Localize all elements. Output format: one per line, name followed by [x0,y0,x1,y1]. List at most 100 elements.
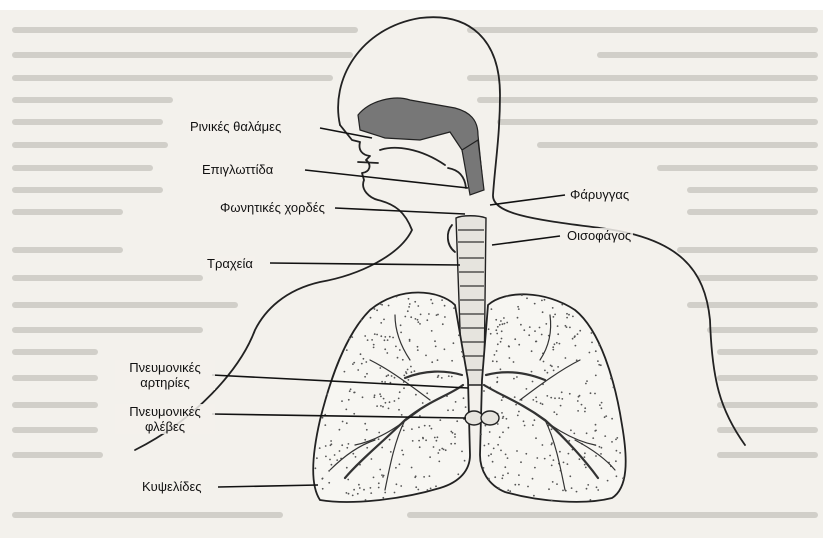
alveolus-dot [584,411,586,413]
alveolus-dot [483,390,485,392]
alveolus-dot [501,330,503,332]
alveolus-dot [452,409,454,411]
alveolus-dot [418,440,420,442]
alveolus-dot [380,322,382,324]
alveolus-dot [496,381,498,383]
alveolus-dot [553,411,555,413]
alveolus-dot [351,336,353,338]
alveolus-dot [591,332,593,334]
alveolus-dot [533,495,535,497]
alveolus-dot [425,439,427,441]
alveolus-dot [502,323,504,325]
alveolus-dot [417,319,419,321]
alveolus-dot [408,379,410,381]
alveolus-dot [595,375,597,377]
alveolus-dot [598,344,600,346]
alveolus-dot [518,484,520,486]
alveolus-dot [494,476,496,478]
alveolus-dot [568,314,570,316]
alveolus-dot [378,487,380,489]
alveolus-dot [611,418,613,420]
label-epiglottis: Επιγλωττίδα [200,162,275,177]
alveolus-dot [490,333,492,335]
alveolus-dot [456,420,458,422]
alveolus-dot [556,414,558,416]
alveolus-dot [584,407,586,409]
alveolus-dot [409,340,411,342]
alveolus-dot [584,464,586,466]
alveolus-dot [415,318,417,320]
upper-airway [358,98,484,195]
alveolus-dot [507,472,509,474]
alveolus-dot [517,415,519,417]
alveolus-dot [344,371,346,373]
alveolus-dot [501,412,503,414]
alveolus-dot [586,488,588,490]
alveolus-dot [497,423,499,425]
alveolus-dot [348,493,350,495]
label-pulmonary-veins: Πνευμονικές φλέβες [115,404,215,434]
alveolus-dot [604,416,606,418]
alveolus-dot [383,398,385,400]
alveolus-dot [463,397,465,399]
alveolus-dot [404,316,406,318]
alveolus-dot [536,457,538,459]
alveolus-dot [461,351,463,353]
alveolus-dot [535,397,537,399]
alveolus-dot [429,475,431,477]
alveolus-dot [563,462,565,464]
alveolus-dot [616,450,618,452]
alveolus-dot [454,433,456,435]
alveolus-dot [400,485,402,487]
alveolus-dot [488,328,490,330]
alveolus-dot [392,337,394,339]
alveolus-dot [380,396,382,398]
alveolus-dot [587,484,589,486]
alveolus-dot [384,381,386,383]
alveolus-dot [441,299,443,301]
alveolus-dot [397,357,399,359]
alveolus-dot [347,479,349,481]
alveolus-dot [495,329,497,331]
alveolus-dot [380,335,382,337]
alveolus-dot [357,369,359,371]
alveolus-dot [549,455,551,457]
scan-bottom-edge [0,538,823,545]
alveolus-dot [500,450,502,452]
alveolus-dot [349,338,351,340]
alveolus-dot [585,467,587,469]
alveolus-dot [610,378,612,380]
alveolus-dot [381,474,383,476]
alveolus-dot [497,326,499,328]
alveolus-dot [341,400,343,402]
alveolus-dot [502,431,504,433]
alveolus-dot [572,316,574,318]
alveolus-dot [427,489,429,491]
alveolus-dot [528,334,530,336]
alveolus-dot [454,436,456,438]
alveolus-dot [526,388,528,390]
alveolus-dot [577,410,579,412]
alveolus-dot [534,419,536,421]
alveolus-dot [425,355,427,357]
alveolus-dot [353,413,355,415]
alveolus-dot [376,309,378,311]
alveolus-dot [394,377,396,379]
alveolus-dot [501,477,503,479]
alveolus-dot [552,307,554,309]
alveolus-dot [339,450,341,452]
alveolus-dot [422,402,424,404]
alveolus-dot [373,344,375,346]
alveolus-dot [544,299,546,301]
alveolus-dot [501,338,503,340]
alveolus-dot [509,490,511,492]
alveolus-dot [599,446,601,448]
alveolus-dot [552,346,554,348]
alveolus-dot [492,360,494,362]
alveolus-dot [480,433,482,435]
alveolus-dot [450,443,452,445]
alveolus-dot [516,376,518,378]
alveolus-dot [378,432,380,434]
alveolus-dot [374,333,376,335]
alveolus-dot [544,458,546,460]
